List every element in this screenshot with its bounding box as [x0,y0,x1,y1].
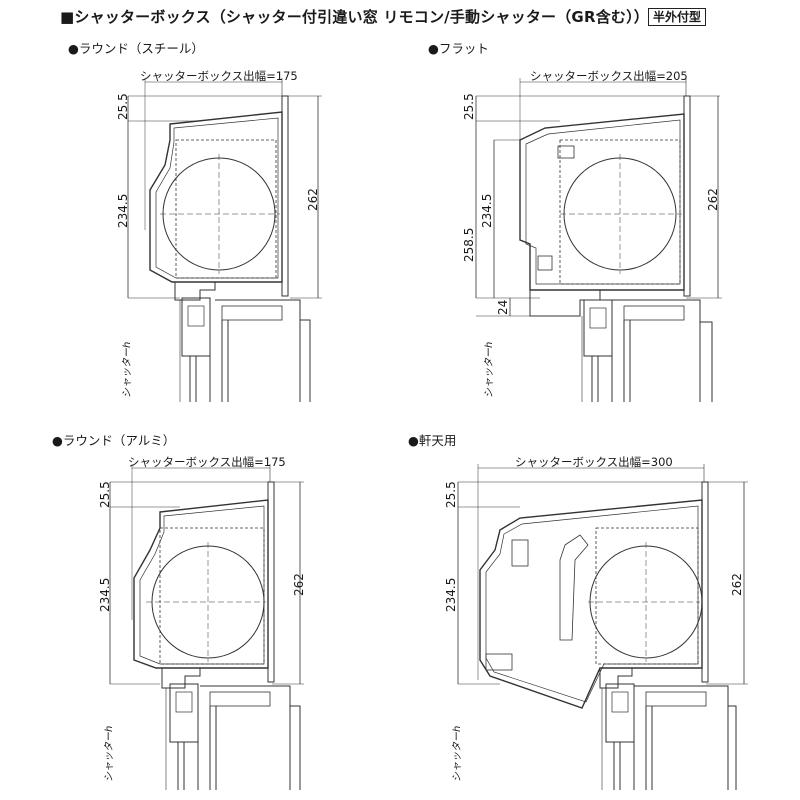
section-round-steel [127,78,322,402]
box-width-label-1: シャッターボックス出幅=175 [140,69,298,83]
box-width-label-2: シャッターボックス出幅=205 [530,69,688,83]
panel-label-flat: ●フラット [428,41,489,56]
panel-label-round-alumi: ●ラウンド（アルミ） [52,433,176,448]
panel-label-round-steel: ●ラウンド（スチール） [68,41,204,56]
section-flat [475,78,722,402]
section-soffit [457,464,748,790]
mount-type-badge: 半外付型 [648,8,707,26]
page-title: ■シャッターボックス（シャッター付引違い窓 リモコン/手動シャッター（GR含む）… [60,8,649,26]
box-width-label-3: シャッターボックス出幅=175 [128,455,286,469]
section-round-alumi [109,464,304,790]
box-width-label-4: シャッターボックス出幅=300 [515,455,673,469]
panel-label-soffit: ●軒天用 [408,433,457,448]
